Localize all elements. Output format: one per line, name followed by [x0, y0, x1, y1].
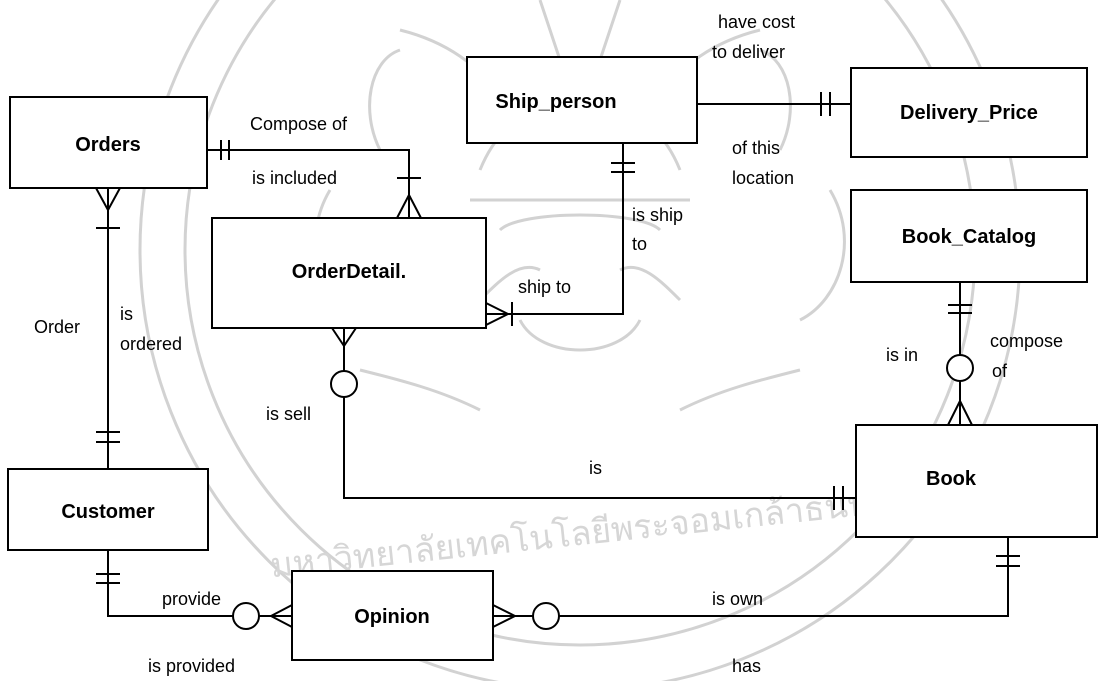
label-order: Order: [34, 317, 80, 337]
crowsfoot-orderdetail-book: [331, 327, 357, 347]
crowsfoot-opinion-customer: [270, 604, 293, 628]
label-is-own: is own: [712, 589, 763, 609]
optional-opinion-customer: [232, 602, 260, 630]
label-provide: provide: [162, 589, 221, 609]
line-customer-opinion: [107, 550, 292, 617]
label-have-cost-1: have cost: [718, 12, 795, 32]
entity-opinion-label: Opinion: [354, 606, 430, 628]
entity-orders[interactable]: Orders: [9, 96, 208, 189]
label-is-sell: is sell: [266, 404, 311, 424]
entity-book[interactable]: Book: [855, 424, 1098, 538]
label-is-in: is in: [886, 345, 918, 365]
line-orderdetail-ship: [486, 143, 624, 315]
entity-order-detail[interactable]: OrderDetail.: [211, 217, 487, 329]
optional-orderdetail: [330, 370, 358, 398]
entity-ship-person-label: Ship_person: [495, 91, 616, 113]
entity-book-catalog[interactable]: Book_Catalog: [850, 189, 1088, 283]
entity-customer-label: Customer: [61, 501, 155, 523]
label-ship-to: ship to: [518, 277, 571, 297]
label-have-cost-2: to deliver: [712, 42, 785, 62]
crowsfoot-book: [947, 400, 973, 426]
optional-opinion-book: [532, 602, 560, 630]
entity-customer[interactable]: Customer: [7, 468, 209, 551]
crowsfoot-orderdetail-ship: [485, 302, 509, 326]
entity-opinion[interactable]: Opinion: [291, 570, 494, 661]
relationship-labels: Compose of is included have cost to deli…: [34, 12, 1063, 676]
label-has: has: [732, 656, 761, 676]
entity-book-catalog-label: Book_Catalog: [902, 226, 1036, 248]
entity-ship-person[interactable]: Ship_person: [466, 56, 698, 144]
entity-delivery-price-label: Delivery_Price: [900, 102, 1038, 124]
label-is-ordered-2: ordered: [120, 334, 182, 354]
line-opinion-book: [493, 537, 1009, 617]
label-of-this-1: of this: [732, 138, 780, 158]
entity-orders-label: Orders: [75, 134, 141, 156]
label-is-provided: is provided: [148, 656, 235, 676]
entity-order-detail-label: OrderDetail.: [292, 261, 406, 283]
entity-book-label: Book: [926, 468, 977, 490]
crowsfoot-opinion-book: [492, 604, 516, 628]
label-is: is: [589, 458, 602, 478]
label-compose-of: Compose of: [250, 114, 348, 134]
label-of-this-2: location: [732, 168, 794, 188]
entity-delivery-price[interactable]: Delivery_Price: [850, 67, 1088, 158]
crowsfoot-orderdetail: [396, 194, 422, 219]
label-is-included: is included: [252, 168, 337, 188]
label-is-ship-2: to: [632, 234, 647, 254]
label-compose-of-2: of: [992, 361, 1008, 381]
label-is-ship-1: is ship: [632, 205, 683, 225]
label-compose-of-1: compose: [990, 331, 1063, 351]
crowsfoot-orders: [95, 187, 121, 211]
label-is-ordered-1: is: [120, 304, 133, 324]
optional-book: [946, 354, 974, 382]
